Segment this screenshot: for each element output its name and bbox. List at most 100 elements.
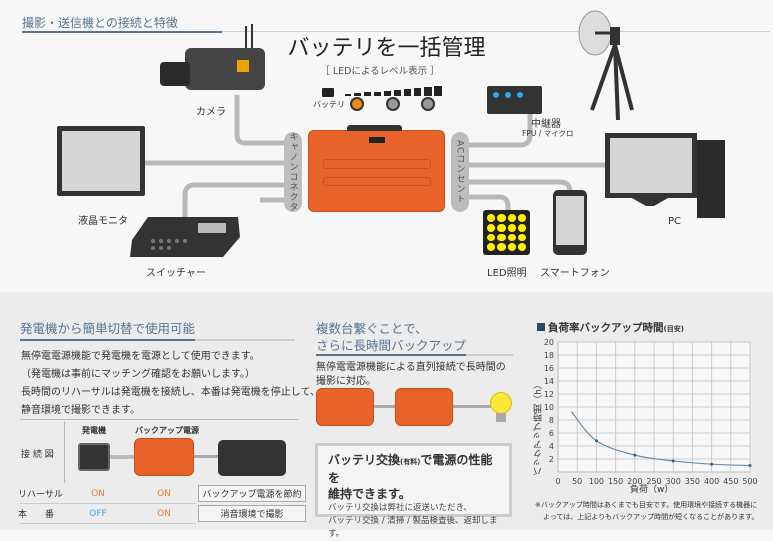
generator-col-label: 発電機: [82, 426, 106, 435]
x-tick-label: 50: [572, 477, 582, 486]
led-indicator-off: [421, 97, 435, 111]
battery-exchange-box: バッテリ交換(有料)で電源の性能を 維持できます。 バッテリ交換は弊社に返送いた…: [315, 443, 512, 539]
relay-knob: [517, 92, 523, 98]
row-note: 消音環境で撮影: [198, 505, 306, 522]
chart-note: ※バックアップ時間はあくまでも目安です。使用環境や接続する機器によっては、上記よ…: [535, 499, 758, 523]
ac-outlet-label: ACコンセント: [451, 132, 469, 212]
chart-title-text: 負荷率バックアップ時間: [548, 322, 664, 334]
relay-label: 中継器: [531, 119, 561, 130]
y-tick-label: 12: [544, 390, 554, 399]
data-point: [710, 462, 714, 466]
led-indicator-on: [350, 97, 364, 111]
x-tick-label: 150: [608, 477, 623, 486]
heading-divider: [222, 31, 770, 32]
cable: [194, 455, 224, 458]
text-line: 静音環境で撮影できます。: [21, 405, 140, 416]
pc-stand: [632, 198, 668, 210]
y-tick-label: 8: [549, 416, 554, 425]
diagram-row-label: 接 続 図: [21, 450, 54, 460]
table-col-rule: [64, 421, 65, 483]
battery-case-1: [316, 388, 374, 426]
led-light-icon: [483, 210, 530, 255]
text-line: 撮影に対応。: [316, 376, 376, 387]
cable-switcher: [182, 182, 285, 222]
relay-box-icon: [487, 86, 542, 114]
box-title: 維持できます。: [328, 487, 411, 501]
cable-camera: [234, 95, 285, 146]
bulb-base: [496, 413, 506, 422]
led-note: ［ LEDによるレベル表示 ］: [320, 66, 440, 77]
case-handle: [347, 125, 402, 131]
y-tick-label: 6: [549, 429, 554, 438]
section-heading: 撮影・送信機との接続と特徴: [22, 16, 178, 30]
brand-plate: [369, 137, 385, 143]
x-tick-label: 200: [627, 477, 642, 486]
text-line: 長時間のリハーサルは発電機を接続し、本番は発電機を停止して、: [21, 387, 320, 398]
pc-screen: [610, 138, 692, 193]
led-indicator-off: [386, 97, 400, 111]
backup-state: ON: [157, 508, 171, 519]
x-tick-label: 350: [685, 477, 700, 486]
backup-case-icon: [134, 438, 194, 476]
x-tick-label: 250: [646, 477, 661, 486]
box-title-line: バッテリ交換(有料)で電源の性能を: [328, 452, 499, 486]
title-underline: [316, 354, 466, 356]
y-tick-label: 4: [549, 442, 554, 451]
title-underline: [20, 339, 195, 341]
battery-icon: [322, 88, 334, 97]
data-point: [671, 459, 675, 463]
row-label: 本 番: [18, 510, 55, 520]
data-point: [594, 439, 598, 443]
note-line: よっては、上記よりもバックアップ時間が短くなることがあります。: [543, 513, 759, 521]
generator-title: 発電機から簡単切替で使用可能: [20, 321, 196, 336]
box-title: で電源の性能を: [328, 453, 493, 485]
backup-col-label: バックアップ電源: [135, 426, 199, 435]
title-divider: [466, 354, 513, 356]
text-line: 無停電電源機能で発電機を電源として使用できます。: [21, 351, 260, 362]
pc-label: PC: [668, 216, 682, 227]
light-bulb-icon: [490, 392, 512, 414]
monitor-label: 液晶モニタ: [78, 216, 128, 227]
camera-antenna: [245, 26, 247, 48]
x-tick-label: 450: [723, 477, 738, 486]
camera-label: カメラ: [196, 107, 226, 118]
smartphone-label: スマートフォン: [540, 268, 610, 279]
led-light-label: LED照明: [487, 268, 527, 279]
backup-curve: [570, 411, 751, 467]
y-tick-label: 16: [544, 364, 554, 373]
switcher-label: スイッチャー: [146, 268, 206, 279]
x-tick-label: 0: [555, 477, 560, 486]
camera-antenna: [251, 24, 253, 48]
series-title: 複数台繋ぐことで、さらに長時間バックアップ: [316, 320, 466, 354]
relay-sublabel: FPU / マイクロ: [522, 129, 574, 138]
relay-knob: [493, 92, 499, 98]
row-rule: [20, 503, 196, 504]
row-note: バックアップ電源を節約: [198, 485, 306, 502]
generator-state: OFF: [89, 508, 107, 519]
smartphone-icon: [553, 190, 587, 255]
note-line: ※バックアップ時間はあくまでも目安です。使用環境や接続する機器に: [535, 501, 758, 509]
row-label: リハーサル: [18, 490, 63, 500]
y-tick-label: 18: [544, 351, 554, 360]
monitor-screen: [62, 131, 140, 191]
canon-connector-label: キャノンコネクタ: [284, 132, 302, 212]
case-rib: [322, 176, 431, 187]
generator-state: ON: [91, 488, 105, 499]
chart-title-note: (目安): [663, 325, 684, 333]
dish-antenna-icon: [578, 10, 634, 120]
heading-underline: [22, 31, 222, 33]
series-text: 無停電電源機能による直列接続で長時間の撮影に対応。: [316, 361, 506, 389]
backup-state: ON: [157, 488, 171, 499]
box-text: バッテリ交換 / 清掃 / 製品検査後、返却します。: [328, 516, 498, 539]
title-line: 複数台繋ぐことで、: [316, 321, 428, 336]
phone-screen: [556, 196, 584, 245]
x-tick-label: 500: [742, 477, 757, 486]
cable-led: [468, 194, 511, 212]
box-title: バッテリ交換: [328, 453, 401, 467]
y-tick-label: 20: [544, 338, 554, 347]
x-axis-label: 負荷（w）: [630, 485, 674, 495]
camera-icon: [218, 440, 286, 476]
data-point: [633, 453, 637, 457]
title-square-icon: [537, 323, 545, 331]
